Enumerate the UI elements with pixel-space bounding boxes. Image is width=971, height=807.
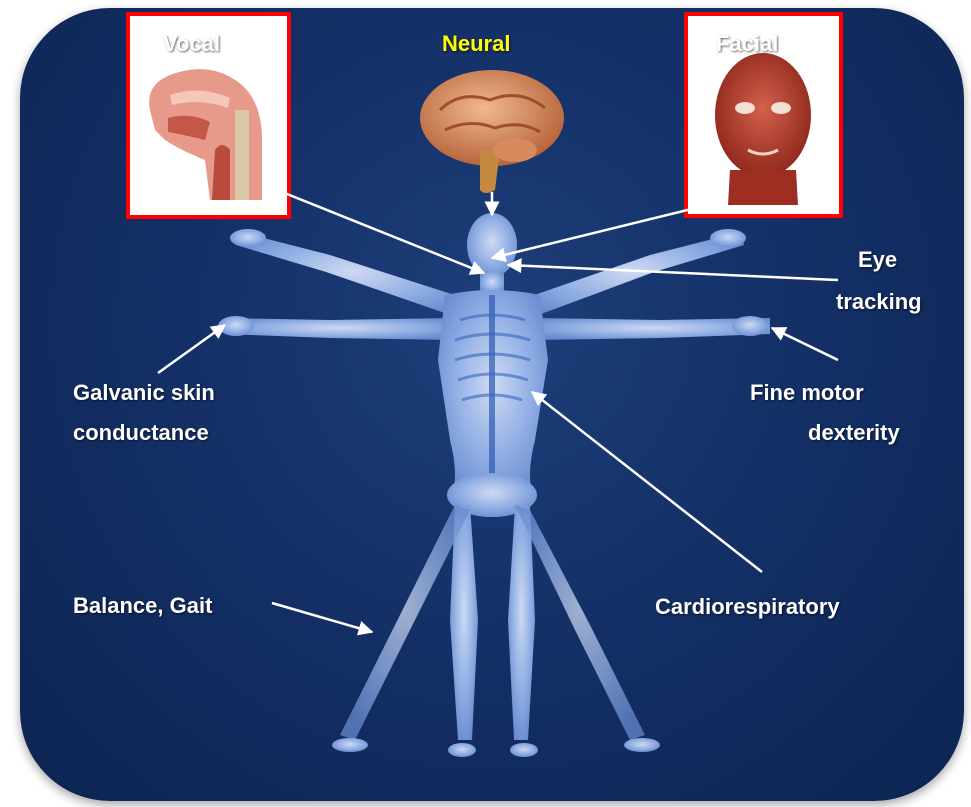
eye-connector (508, 265, 838, 280)
galvanic-connector (158, 325, 225, 373)
neural-label: Neural (442, 30, 510, 58)
fine-motor-connector (772, 328, 838, 360)
fine-motor-line-2: dexterity (808, 419, 900, 447)
galvanic-line-1: Galvanic skin (73, 379, 215, 407)
fine-motor-line-1: Fine motor (750, 379, 864, 407)
vocal-label: Vocal (163, 30, 220, 58)
balance-connector (272, 603, 372, 632)
cardiorespiratory-label: Cardiorespiratory (655, 593, 840, 621)
cardio-connector (532, 392, 762, 572)
facial-label: Facial (716, 30, 778, 58)
eye-tracking-line-2: tracking (836, 288, 922, 316)
brain-icon (420, 70, 564, 193)
galvanic-line-2: conductance (73, 419, 209, 447)
eye-tracking-label: Eye (858, 246, 897, 274)
human-body-icon (218, 213, 770, 757)
eye-tracking-line-1: Eye (858, 246, 897, 274)
balance-gait-label: Balance, Gait (73, 592, 212, 620)
